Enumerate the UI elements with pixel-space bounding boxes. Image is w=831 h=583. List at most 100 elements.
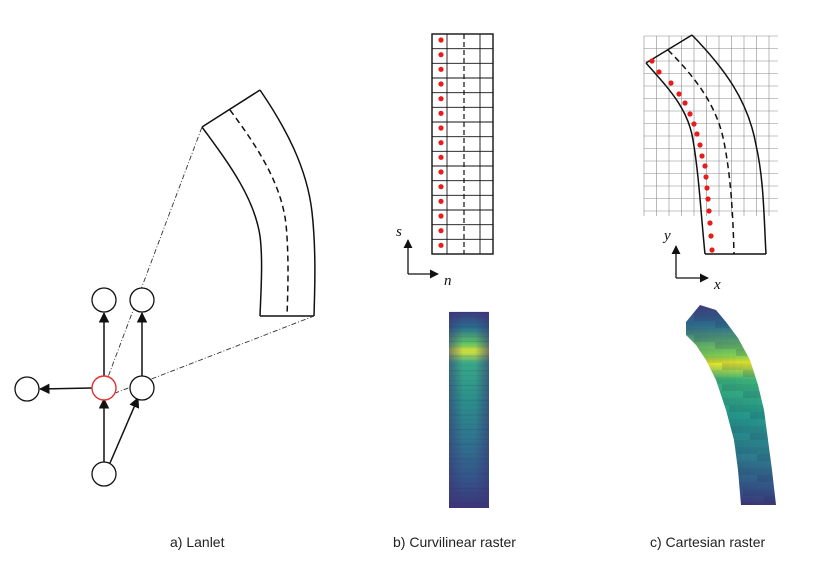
heatmap-cell bbox=[729, 405, 736, 412]
heatmap-cell bbox=[743, 391, 750, 398]
heatmap-cell bbox=[687, 314, 694, 321]
sample-point bbox=[691, 121, 697, 127]
heatmap-cell bbox=[771, 363, 778, 370]
heatmap-cell bbox=[764, 412, 771, 419]
heatmap-cell bbox=[694, 433, 701, 440]
heatmap-cell bbox=[715, 426, 722, 433]
heatmap-cell bbox=[757, 356, 764, 363]
heatmap-cell bbox=[680, 335, 687, 342]
heatmap-cell bbox=[694, 377, 701, 384]
heatmap-cell bbox=[736, 391, 743, 398]
heatmap-cell bbox=[680, 314, 687, 321]
heatmap-cell bbox=[686, 342, 687, 349]
heatmap-cell bbox=[778, 496, 785, 503]
heatmap-cell bbox=[694, 363, 701, 370]
heatmap-cell bbox=[764, 300, 771, 307]
heatmap-cell bbox=[701, 384, 708, 391]
heatmap-cell bbox=[715, 370, 722, 377]
sample-point bbox=[438, 154, 444, 160]
heatmap-cell bbox=[722, 489, 729, 496]
cartesian-heatmap bbox=[680, 300, 785, 510]
heatmap-cell bbox=[750, 412, 757, 419]
heatmap-cell bbox=[778, 482, 785, 489]
heatmap-cell bbox=[687, 489, 694, 496]
heatmap-cell bbox=[743, 377, 750, 384]
heatmap-cell bbox=[778, 433, 785, 440]
heatmap-cell bbox=[771, 342, 778, 349]
heatmap-cell bbox=[715, 489, 722, 496]
heatmap-cell bbox=[778, 489, 785, 496]
heatmap-cell bbox=[701, 496, 708, 503]
heatmap-cell bbox=[687, 503, 694, 505]
heatmap-cell bbox=[764, 489, 771, 496]
heatmap-cell bbox=[743, 321, 750, 328]
heatmap-cell bbox=[708, 503, 715, 510]
heatmap-cell bbox=[715, 405, 722, 412]
heatmap-cell bbox=[764, 503, 771, 510]
heatmap-cell bbox=[701, 503, 708, 505]
heatmap-cell bbox=[764, 475, 771, 482]
heatmap-cell bbox=[694, 398, 701, 405]
heatmap-cell bbox=[694, 496, 701, 503]
heatmap-cell bbox=[743, 370, 750, 377]
heatmap-cell bbox=[729, 328, 736, 335]
heatmap-cell bbox=[686, 461, 687, 468]
s-axis-label: s bbox=[396, 224, 402, 240]
heatmap-cell bbox=[701, 433, 708, 440]
heatmap-cell bbox=[778, 356, 785, 363]
sample-point bbox=[694, 131, 700, 137]
heatmap-cell bbox=[680, 356, 687, 363]
heatmap-cell bbox=[708, 468, 715, 475]
heatmap-cell bbox=[764, 447, 771, 454]
heatmap-cell bbox=[715, 391, 722, 398]
heatmap-cell bbox=[722, 363, 729, 370]
heatmap-cell bbox=[729, 349, 736, 356]
heatmap-cell bbox=[715, 454, 722, 461]
heatmap-cell bbox=[743, 384, 750, 391]
heatmap-cell bbox=[687, 305, 694, 307]
heatmap-cell bbox=[729, 342, 736, 349]
heatmap-cell bbox=[743, 454, 750, 461]
heatmap-cell bbox=[729, 307, 736, 314]
heatmap-cell bbox=[757, 398, 764, 405]
heatmap-cell bbox=[715, 305, 722, 307]
sample-point bbox=[438, 169, 444, 175]
heatmap-cell bbox=[687, 440, 694, 447]
heatmap-cell bbox=[729, 475, 736, 482]
heatmap-cell bbox=[694, 482, 701, 489]
heatmap-cell bbox=[757, 384, 764, 391]
heatmap-cell bbox=[687, 454, 694, 461]
heatmap-cell bbox=[694, 370, 701, 377]
sample-point bbox=[438, 184, 444, 190]
heatmap-cell bbox=[686, 503, 687, 505]
heatmap-cell bbox=[743, 328, 750, 335]
heatmap-cell bbox=[722, 370, 729, 377]
heatmap-cell bbox=[687, 328, 694, 335]
heatmap-cell bbox=[743, 349, 750, 356]
heatmap-cell bbox=[757, 321, 764, 328]
lanelet-top-edge bbox=[201, 89, 261, 128]
heatmap-cell bbox=[778, 475, 785, 482]
heatmap-cell bbox=[686, 440, 687, 447]
heatmap-cell bbox=[750, 328, 757, 335]
heatmap-cell bbox=[764, 419, 771, 426]
lanelet-left-boundary bbox=[201, 126, 263, 317]
heatmap-cell bbox=[722, 405, 729, 412]
heatmap-cell bbox=[686, 349, 687, 356]
heatmap-cell bbox=[750, 314, 757, 321]
heatmap-cell bbox=[736, 433, 743, 440]
heatmap-cell bbox=[778, 384, 785, 391]
curvilinear-grid bbox=[431, 33, 494, 255]
heatmap-cell bbox=[694, 342, 701, 349]
heatmap-cell bbox=[701, 447, 708, 454]
heatmap-cell bbox=[757, 454, 764, 461]
heatmap-cell bbox=[722, 328, 729, 335]
heatmap-cell bbox=[757, 370, 764, 377]
panel-b-caption: b) Curvilinear raster bbox=[393, 534, 516, 550]
heatmap-cell bbox=[750, 489, 757, 496]
heatmap-cell bbox=[687, 349, 694, 356]
heatmap-cell bbox=[715, 307, 722, 314]
heatmap-cell bbox=[686, 370, 687, 377]
heatmap-cell bbox=[694, 321, 701, 328]
